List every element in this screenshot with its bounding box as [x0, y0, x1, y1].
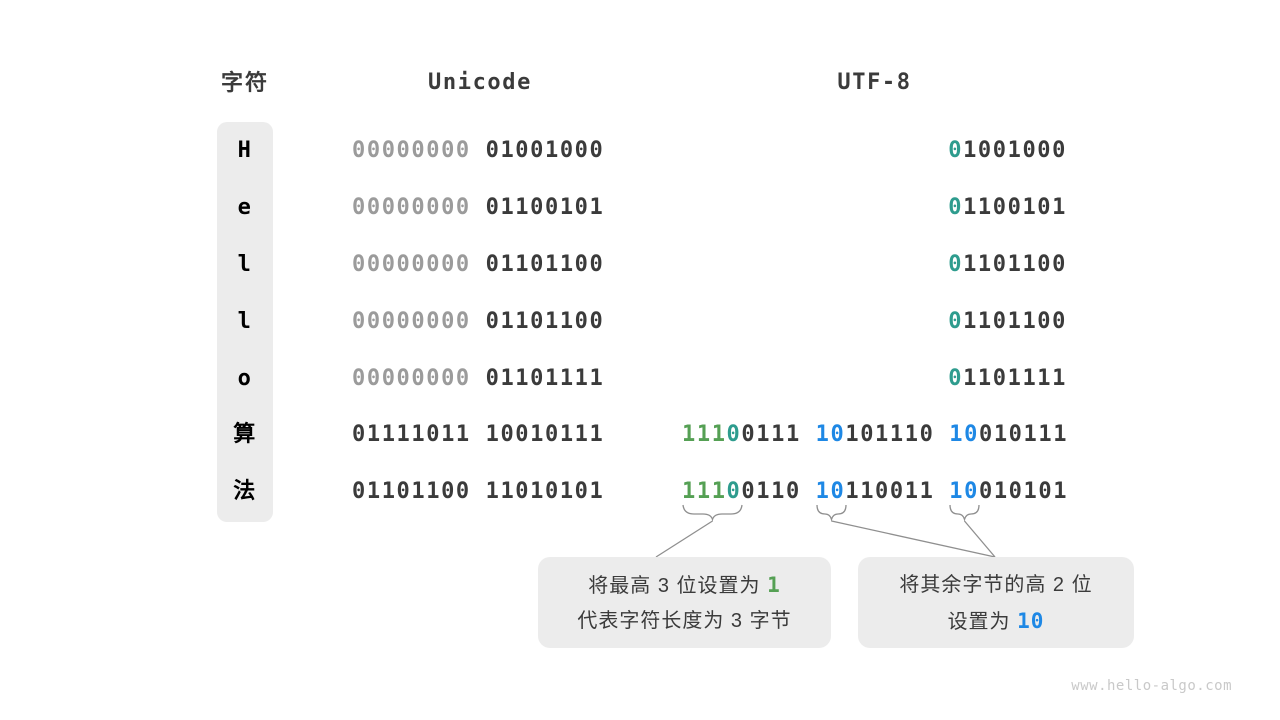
bit-segment: 010111 [978, 422, 1069, 448]
bit-segment: 10 [949, 479, 979, 505]
bit-segment: 1101100 [963, 251, 1067, 277]
utf8-bits: 01101111 [682, 365, 1067, 393]
underbrace-cont-byte2 [816, 504, 847, 522]
unicode-bits: 01101100 11010101 [352, 478, 604, 506]
bit-segment: 00000000 [352, 365, 486, 391]
bit-segment: 1100101 [963, 195, 1067, 221]
bit-segment: 0110 [741, 479, 816, 505]
highlighted-bits: 1 [767, 573, 781, 597]
bit-segment: 1001000 [963, 138, 1067, 164]
unicode-bits: 00000000 01101100 [352, 308, 604, 336]
bit-segment: 111 [682, 479, 727, 505]
char-cell: e [237, 195, 253, 221]
bit-segment: 1101100 [963, 308, 1067, 334]
utf8-bits: 11100111 10101110 10010111 [682, 421, 1067, 449]
bit-segment: 01001000 [485, 138, 605, 164]
unicode-bits: 01111011 10010111 [352, 421, 604, 449]
bit-segment: 101110 [845, 422, 950, 448]
bit-segment: 0111 [741, 422, 816, 448]
bit-segment: 110011 [845, 479, 950, 505]
callout-line: 将最高 3 位设置为 1 [538, 567, 831, 603]
bit-segment: 10 [949, 422, 979, 448]
utf8-bits: 01100101 [682, 194, 1067, 222]
bit-segment: 00000000 [352, 138, 486, 164]
char-cell: l [237, 308, 253, 334]
char-cell: l [237, 251, 253, 277]
bit-segment: 01111011 10010111 [352, 422, 605, 448]
callout-text: 将最高 3 位设置为 [588, 575, 768, 597]
char-cell: H [237, 138, 253, 164]
bit-segment: 01101100 11010101 [352, 479, 605, 505]
bit-segment: 10 [815, 422, 846, 448]
column-header-char: 字符 [220, 70, 269, 95]
callout-line: 设置为 10 [858, 603, 1134, 639]
callout-text: 设置为 [947, 611, 1018, 633]
bit-segment: 111 [682, 422, 727, 448]
unicode-bits: 00000000 01101100 [352, 251, 604, 279]
callout-line: 代表字符长度为 3 字节 [538, 603, 831, 639]
bit-segment: 00000000 [352, 195, 486, 221]
bit-segment: 1101111 [963, 365, 1067, 391]
bit-segment: 00000000 [352, 251, 486, 277]
char-column-background [217, 122, 273, 522]
bit-segment: 01101100 [485, 308, 605, 334]
unicode-bits: 00000000 01100101 [352, 194, 604, 222]
utf8-bits: 01101100 [682, 308, 1067, 336]
bit-segment: 0 [948, 365, 964, 391]
bit-segment: 01100101 [485, 195, 605, 221]
callout-text: 将其余字节的高 2 位 [899, 574, 1093, 596]
connector-byte3-to-callout-2 [964, 520, 996, 558]
char-cell: 法 [233, 479, 257, 505]
bit-segment: 0 [948, 308, 964, 334]
callout-text: 代表字符长度为 3 字节 [577, 610, 792, 632]
bit-segment: 01101111 [485, 365, 605, 391]
unicode-bits: 00000000 01101111 [352, 365, 604, 393]
callout-high-bits: 将最高 3 位设置为 1 代表字符长度为 3 字节 [538, 557, 831, 648]
bit-segment: 00000000 [352, 308, 486, 334]
column-header-unicode: Unicode [428, 70, 532, 95]
bit-segment: 01101100 [485, 251, 605, 277]
utf8-bits: 01001000 [682, 137, 1067, 165]
bit-segment: 0 [948, 195, 964, 221]
bit-segment: 0 [726, 479, 742, 505]
bit-segment: 10 [815, 479, 846, 505]
callout-line: 将其余字节的高 2 位 [858, 567, 1134, 603]
utf8-bits: 11100110 10110011 10010101 [682, 478, 1067, 506]
highlighted-bits: 10 [1017, 609, 1045, 633]
bit-segment: 010101 [978, 479, 1069, 505]
utf8-bits: 01101100 [682, 251, 1067, 279]
column-header-utf8: UTF-8 [837, 70, 912, 95]
unicode-bits: 00000000 01001000 [352, 137, 604, 165]
connector-to-callout-1 [655, 520, 713, 558]
callout-continuation-bits: 将其余字节的高 2 位设置为 10 [858, 557, 1134, 648]
char-cell: 算 [233, 422, 257, 448]
bit-segment: 0 [726, 422, 742, 448]
bit-segment: 0 [948, 251, 964, 277]
char-cell: o [237, 365, 253, 391]
watermark: www.hello-algo.com [1071, 678, 1232, 694]
connector-byte2-to-callout-2 [831, 520, 996, 558]
bit-segment: 0 [948, 138, 964, 164]
underbrace-cont-byte3 [949, 504, 980, 522]
underbrace-header-bits [682, 504, 743, 522]
